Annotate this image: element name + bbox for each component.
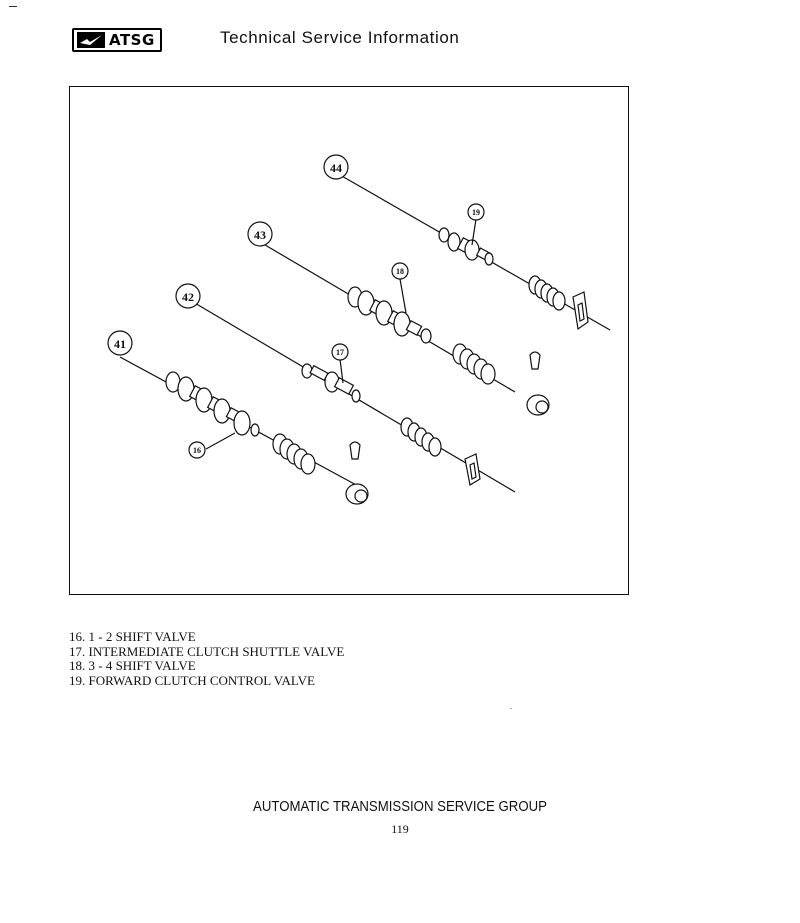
valve-assembly-43 <box>347 286 550 416</box>
page-number: 119 <box>391 822 409 836</box>
callout-43: 43 <box>254 228 266 242</box>
legend-item: 19. FORWARD CLUTCH CONTROL VALVE <box>69 672 315 688</box>
valve-assembly-44 <box>438 227 589 331</box>
callout-41: 41 <box>114 337 126 351</box>
page-title: Technical Service Information <box>220 28 460 47</box>
callout-42: 42 <box>182 290 194 304</box>
scan-speck <box>510 708 512 709</box>
logo-text: ATSG <box>109 31 155 49</box>
callout-19: 19 <box>472 208 480 217</box>
valve-assembly-42 <box>301 363 481 486</box>
legend-item: 18. 3 - 4 SHIFT VALVE <box>69 658 196 673</box>
valve-assembly-41 <box>165 371 369 505</box>
callout-16: 16 <box>193 446 201 455</box>
legend-item: 16. 1 - 2 SHIFT VALVE <box>69 629 196 644</box>
callout-44: 44 <box>330 161 342 175</box>
valve-diagram: 44 43 42 41 19 18 17 16 <box>69 86 629 595</box>
callout-17: 17 <box>336 348 344 357</box>
margin-mark <box>9 6 17 7</box>
footer-organization: AUTOMATIC TRANSMISSION SERVICE GROUP <box>253 798 547 815</box>
callout-18: 18 <box>396 267 404 276</box>
parts-legend: 16. 1 - 2 SHIFT VALVE 17. INTERMEDIATE C… <box>69 629 345 688</box>
exploded-view-drawing: 44 43 42 41 19 18 17 16 <box>107 154 611 505</box>
legend-item: 17. INTERMEDIATE CLUTCH SHUTTLE VALVE <box>69 643 345 659</box>
atsg-logo: ATSG <box>72 28 162 52</box>
checkmark-logo-icon <box>77 32 105 48</box>
